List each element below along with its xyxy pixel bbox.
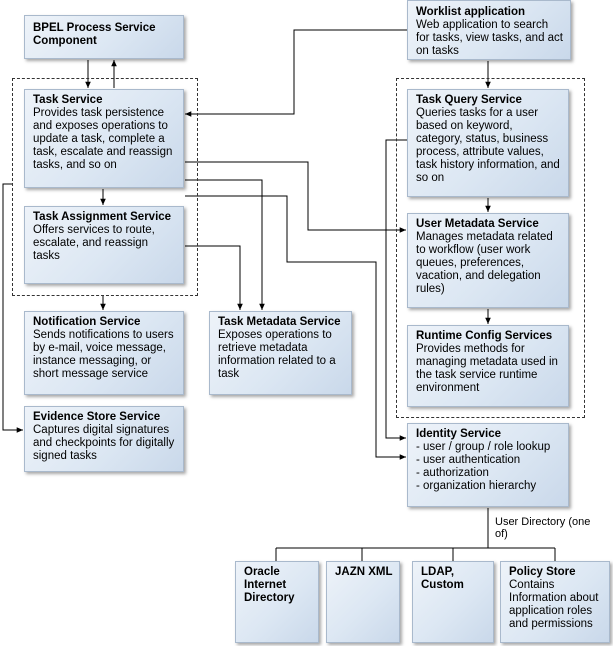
- worklist-to-task-service-arrow: [185, 29, 407, 117]
- oracle-internet-directory-box: Oracle Internet Directory: [235, 561, 319, 643]
- task-service-title: Task Service: [33, 94, 103, 106]
- task-query-description: Queries tasks for a user based on keywor…: [416, 107, 560, 184]
- bpel-process-title: BPEL Process Service Component: [33, 22, 156, 47]
- bpel-process-box: BPEL Process Service Component: [24, 15, 184, 59]
- policy-store-title: Policy Store: [509, 566, 576, 578]
- policy-store-description: Contains Information about application r…: [509, 579, 599, 630]
- task-metadata-title: Task Metadata Service: [218, 316, 341, 328]
- user-metadata-box: User Metadata Service Manages metadata r…: [407, 213, 569, 308]
- evidence-store-title: Evidence Store Service: [33, 411, 161, 423]
- task-service-to-task-metadata-arrow: [185, 179, 265, 310]
- runtime-config-description: Provides methods for managing metadata u…: [416, 343, 558, 394]
- user-metadata-title: User Metadata Service: [416, 218, 539, 230]
- task-assignment-title: Task Assignment Service: [33, 211, 172, 223]
- oracle-internet-directory-title: Oracle Internet Directory: [244, 566, 295, 604]
- identity-service-title: Identity Service: [416, 428, 502, 440]
- worklist-application-box: Worklist application Web application to …: [407, 0, 571, 60]
- task-service-description: Provides task persistence and exposes op…: [33, 107, 173, 171]
- ldap-custom-title: LDAP, Custom: [421, 566, 464, 591]
- worklist-application-title: Worklist application: [416, 6, 526, 18]
- task-assignment-description: Offers services to route, escalate, and …: [33, 224, 155, 262]
- task-assignment-box: Task Assignment Service Offers services …: [24, 206, 184, 284]
- notification-service-box: Notification Service Sends notifications…: [24, 311, 184, 395]
- assignment-to-task-metadata-arrow: [185, 245, 243, 310]
- notification-service-description: Sends notifications to users by e-mail, …: [33, 329, 174, 380]
- identity-capability: - user authentication: [416, 454, 521, 466]
- policy-store-box: Policy Store Contains Information about …: [500, 561, 610, 643]
- identity-capabilities-list: - user / group / role lookup - user auth…: [416, 441, 562, 493]
- query-services-group: [396, 78, 585, 418]
- jazn-xml-title: JAZN XML: [335, 566, 393, 578]
- task-service-to-user-metadata-arrow: [185, 161, 406, 233]
- user-metadata-description: Manages metadata related to workflow (us…: [416, 231, 553, 295]
- task-service-to-identity-arrow: [185, 195, 406, 460]
- user-directory-label: User Directory (one of): [495, 516, 591, 540]
- ldap-custom-box: LDAP, Custom: [412, 561, 494, 643]
- evidence-store-box: Evidence Store Service Captures digital …: [24, 406, 184, 472]
- task-metadata-box: Task Metadata Service Exposes operations…: [209, 311, 352, 395]
- identity-capability: - user / group / role lookup: [416, 441, 551, 453]
- notification-service-title: Notification Service: [33, 316, 141, 328]
- runtime-config-title: Runtime Config Services: [416, 330, 553, 342]
- worklist-application-description: Web application to search for tasks, vie…: [416, 19, 564, 57]
- task-service-to-evidence-arrow: [2, 183, 23, 433]
- task-services-group: [12, 78, 198, 296]
- task-query-title: Task Query Service: [416, 94, 522, 106]
- task-metadata-description: Exposes operations to retrieve metadata …: [218, 329, 336, 380]
- identity-capability: - organization hierarchy: [416, 480, 537, 492]
- evidence-store-description: Captures digital signatures and checkpoi…: [33, 424, 175, 462]
- jazn-xml-box: JAZN XML: [326, 561, 400, 643]
- task-service-box: Task Service Provides task persistence a…: [24, 89, 184, 188]
- identity-capability: - authorization: [416, 467, 489, 479]
- identity-service-box: Identity Service - user / group / role l…: [407, 423, 569, 507]
- runtime-config-box: Runtime Config Services Provides methods…: [407, 325, 569, 407]
- task-query-box: Task Query Service Queries tasks for a u…: [407, 89, 569, 197]
